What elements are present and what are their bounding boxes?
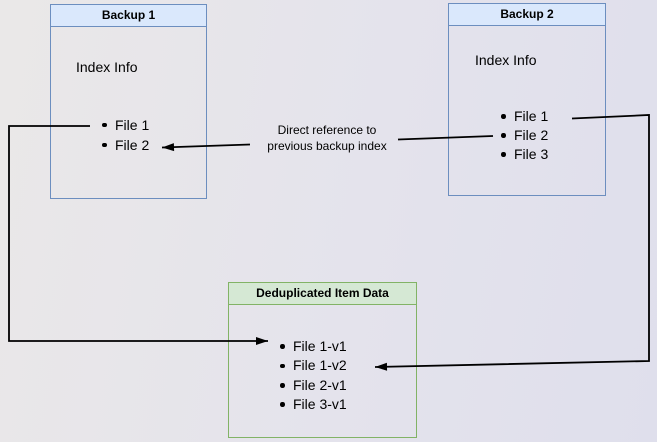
backup2-title: Backup 2 [449, 4, 605, 26]
dedup-title: Deduplicated Item Data [229, 283, 416, 305]
edge-label-line2: previous backup index [267, 138, 387, 153]
backup2-file-list: File 1 File 2 File 3 [501, 107, 548, 164]
file-list-item: File 2 [501, 126, 548, 145]
backup1-box: Backup 1 Index Info File 1 File 2 [50, 4, 207, 199]
edge-label-direct-reference: Direct reference to previous backup inde… [241, 123, 413, 154]
file-list-item: File 3 [501, 145, 548, 164]
file-list-item: File 1-v1 [280, 337, 347, 356]
file-list-item: File 1-v2 [280, 356, 347, 375]
backup1-index-info-label: Index Info [76, 59, 138, 75]
file-list-item: File 1 [102, 115, 149, 135]
dedup-box: Deduplicated Item Data File 1-v1 File 1-… [228, 282, 417, 438]
backup1-file-list: File 1 File 2 [102, 115, 149, 155]
dedup-file-list: File 1-v1 File 1-v2 File 2-v1 File 3-v1 [279, 337, 347, 414]
file-list-item: File 2-v1 [280, 376, 347, 395]
file-list-item: File 2 [102, 135, 149, 155]
backup1-title: Backup 1 [51, 5, 206, 27]
file-list-item: File 3-v1 [280, 395, 347, 414]
file-list-item: File 1 [501, 107, 548, 126]
backup2-box: Backup 2 Index Info File 1 File 2 File 3 [448, 3, 606, 196]
edge-label-line1: Direct reference to [277, 123, 377, 137]
backup2-index-info-label: Index Info [475, 52, 537, 68]
